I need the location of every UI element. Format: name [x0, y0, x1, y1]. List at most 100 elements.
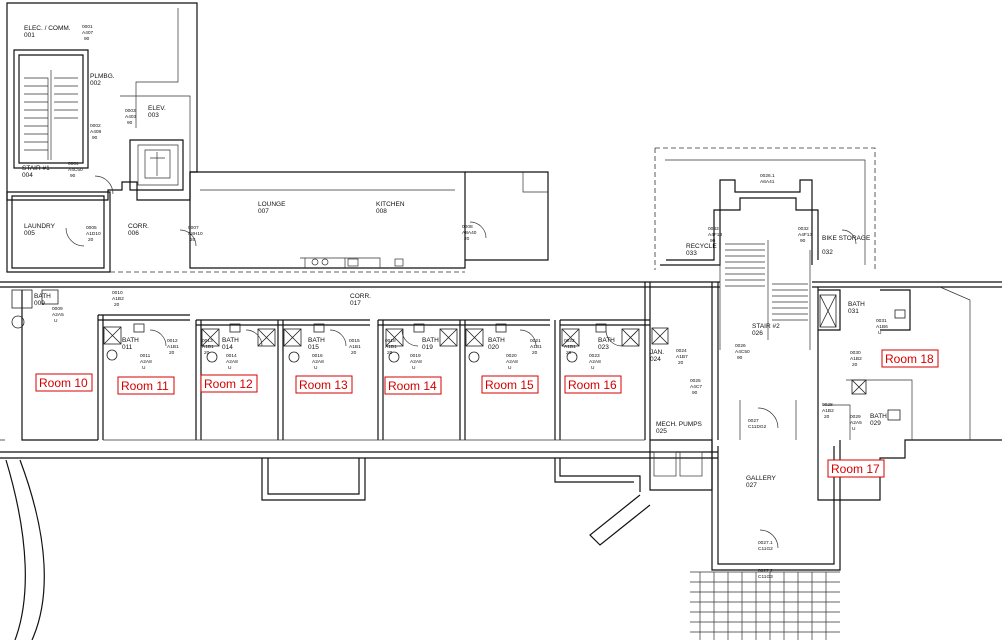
room-number-laundry: 005	[24, 230, 35, 237]
room-11-label[interactable]: Room 11	[117, 376, 175, 395]
svg-text:0020: 0020	[506, 353, 517, 359]
svg-text:0033: 0033	[708, 226, 719, 232]
svg-text:0032: 0032	[798, 226, 809, 232]
svg-text:0016: 0016	[312, 353, 323, 359]
svg-text:Room 13: Room 13	[299, 378, 348, 392]
svg-text:0027.1: 0027.1	[758, 540, 773, 546]
svg-text:0001: 0001	[82, 24, 93, 30]
svg-text:A1D10: A1D10	[86, 231, 101, 237]
svg-text:U: U	[852, 426, 856, 432]
room-number-recycle: 033	[686, 250, 697, 257]
svg-text:A2A8: A2A8	[410, 359, 422, 365]
room-18-label[interactable]: Room 18	[881, 349, 939, 368]
room-number-stair2: 026	[752, 330, 763, 337]
room-10-label[interactable]: Room 10	[35, 373, 93, 392]
svg-text:0010: 0010	[112, 290, 123, 296]
svg-text:A1B1: A1B1	[564, 344, 576, 350]
svg-text:Room 14: Room 14	[388, 379, 437, 393]
room-number-mech: 025	[656, 428, 667, 435]
room-12-label[interactable]: Room 12	[200, 374, 258, 393]
svg-text:0018: 0018	[385, 338, 396, 344]
svg-text:20: 20	[169, 350, 175, 356]
svg-text:Room 15: Room 15	[485, 378, 534, 392]
svg-text:A1B2: A1B2	[112, 296, 124, 302]
svg-text:A4C7: A4C7	[690, 384, 702, 390]
svg-text:0004: 0004	[68, 161, 79, 167]
svg-text:Room 12: Room 12	[204, 377, 253, 391]
svg-text:0027: 0027	[748, 418, 759, 424]
room-name-kitchen: KITCHEN	[376, 201, 405, 208]
room-name-recycle: RECYCLE	[686, 243, 717, 250]
svg-text:A1B7: A1B7	[676, 354, 688, 360]
room-14-label[interactable]: Room 14	[384, 376, 442, 395]
svg-text:90: 90	[737, 355, 743, 361]
room-name-mech: MECH. PUMPS	[656, 421, 703, 428]
svg-text:U: U	[314, 365, 318, 371]
svg-text:0005: 0005	[86, 225, 97, 231]
room-15-label[interactable]: Room 15	[481, 375, 539, 394]
svg-text:A1B1: A1B1	[530, 344, 542, 350]
room-number-kitchen: 008	[376, 208, 387, 215]
room-name-bath014: BATH	[222, 337, 239, 344]
svg-text:20: 20	[387, 350, 393, 356]
room-name-bath029: BATH	[870, 413, 887, 420]
room-number-elec: 001	[24, 32, 35, 39]
room-name-stair2: STAIR #2	[752, 323, 780, 330]
svg-text:A408: A408	[90, 129, 102, 135]
room-17-label[interactable]: Room 17	[827, 459, 885, 478]
room-name-elec: ELEC. / COMM.	[24, 25, 71, 32]
svg-text:0026: 0026	[735, 343, 746, 349]
svg-text:20: 20	[824, 414, 830, 420]
svg-text:20: 20	[114, 302, 120, 308]
svg-text:A2A8: A2A8	[140, 359, 152, 365]
svg-text:U: U	[878, 330, 882, 336]
svg-text:20: 20	[190, 237, 196, 243]
room-name-laundry: LAUNDRY	[24, 223, 56, 230]
room-name-bath020: BATH	[488, 337, 505, 344]
svg-text:0003: 0003	[125, 108, 136, 114]
svg-text:0013: 0013	[202, 338, 213, 344]
room-number-bath031: 031	[848, 308, 859, 315]
room-number-bath020: 020	[488, 344, 499, 351]
svg-text:A1B2: A1B2	[850, 356, 862, 362]
room-number-bike: 032	[822, 249, 833, 256]
svg-text:A2A5: A2A5	[850, 420, 862, 426]
svg-text:0014: 0014	[226, 353, 237, 359]
svg-text:A8A40: A8A40	[462, 230, 477, 236]
svg-text:0031: 0031	[876, 318, 887, 324]
svg-text:A1B1: A1B1	[167, 344, 179, 350]
svg-text:90: 90	[127, 120, 133, 126]
svg-text:0026.1: 0026.1	[760, 173, 775, 179]
room-number-bath014: 014	[222, 344, 233, 351]
svg-text:A1B2: A1B2	[822, 408, 834, 414]
fixtures	[11, 289, 906, 421]
room-16-label[interactable]: Room 16	[564, 375, 622, 394]
room-name-plmbg: PLMBG.	[90, 73, 115, 80]
svg-text:C11DG2: C11DG2	[748, 424, 767, 430]
room-name-corr006: CORR.	[128, 223, 149, 230]
room-13-label[interactable]: Room 13	[295, 375, 353, 394]
room-name-corr017: CORR.	[350, 293, 371, 300]
svg-text:A407: A407	[82, 30, 94, 36]
svg-text:0022: 0022	[564, 338, 575, 344]
svg-text:0002: 0002	[90, 123, 101, 129]
room-name-bath023: BATH	[598, 337, 615, 344]
svg-text:A2A8: A2A8	[226, 359, 238, 365]
svg-text:90: 90	[92, 135, 98, 141]
